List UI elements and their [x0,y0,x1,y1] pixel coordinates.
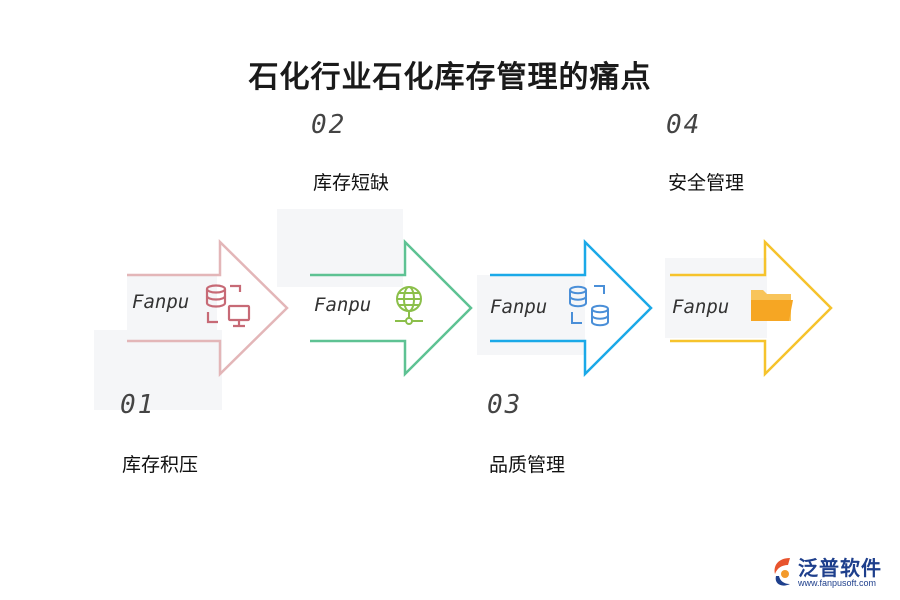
step-number-03: 03 [487,390,523,420]
arrow-shape-03 [490,238,653,378]
watermark-text: Fanpu [490,296,548,318]
brand-logo: 泛普软件 www.fanpusoft.com [770,552,895,597]
bg-panel [665,258,767,338]
step-number-04: 04 [666,110,702,140]
bg-panel [94,330,222,410]
logo-url: www.fanpusoft.com [798,578,877,588]
watermark-text: Fanpu [314,294,372,316]
watermark-text: Fanpu [672,296,730,318]
step-label-03: 品质管理 [489,454,566,476]
arrow-shape-01 [127,239,289,377]
step-label-01: 库存积压 [122,454,199,476]
globe-network-icon [395,286,423,325]
step-number-02: 02 [311,110,347,140]
step-number-01: 01 [120,390,156,420]
logo-mark-icon [774,558,790,586]
step-label-02: 库存短缺 [313,172,390,194]
arrow-shape-04 [670,238,833,378]
folder-icon [751,290,793,321]
database-monitor-icon [205,284,251,328]
bg-panel [127,275,217,330]
watermark-text: Fanpu [132,291,190,313]
database-sync-icon [569,285,609,327]
arrow-shape-02 [310,238,473,378]
step-label-04: 安全管理 [668,172,745,194]
logo-name: 泛普软件 [798,556,882,580]
page-title: 石化行业石化库存管理的痛点 [248,60,652,95]
